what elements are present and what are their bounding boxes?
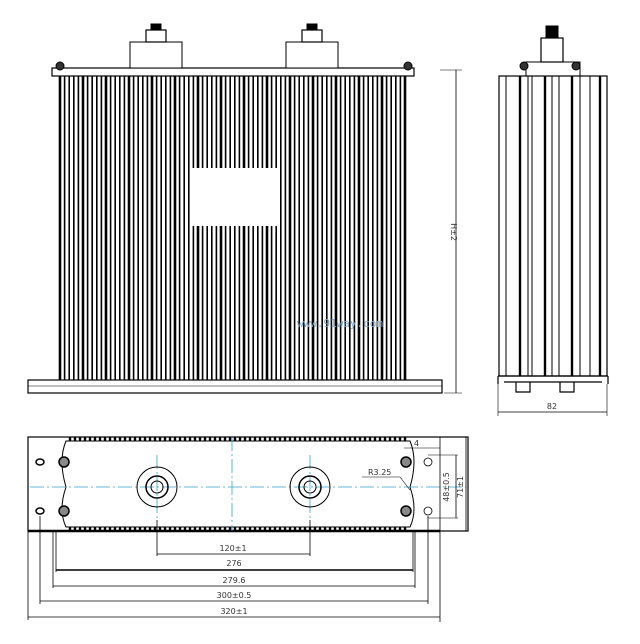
bottom-view xyxy=(27,436,469,622)
body-length-dimension: 279.6 xyxy=(223,576,246,585)
bolt-icon xyxy=(403,61,413,71)
terminal-right-bottom xyxy=(289,466,331,508)
base-plate xyxy=(27,379,443,394)
bolt-icon xyxy=(519,61,529,71)
slot-offset-dimension: 4 xyxy=(414,439,419,448)
terminal-left-bottom xyxy=(136,466,178,508)
hole-pitch-dimension: 48±0.5 xyxy=(442,472,451,502)
overall-width-dimension: 71±1 xyxy=(456,476,465,498)
terminal-left xyxy=(129,23,183,69)
radius-dimension: R3.25 xyxy=(368,468,391,477)
cooling-fins xyxy=(58,76,407,380)
mounting-holes xyxy=(35,456,433,517)
bolt-icon xyxy=(55,61,65,71)
label-window xyxy=(192,168,278,226)
centerlines xyxy=(30,437,466,531)
terminal-right xyxy=(285,23,339,69)
terminal-spacing-dimension: 120±1 xyxy=(219,544,246,553)
top-plate xyxy=(51,67,415,77)
hole-spacing-dimension: 300±0.5 xyxy=(217,591,252,600)
bolt-icon xyxy=(571,61,581,71)
inner-length-dimension: 276 xyxy=(226,559,241,568)
overall-length-dimension: 320±1 xyxy=(220,607,247,616)
front-view xyxy=(27,23,462,394)
watermark: www.91way.com xyxy=(297,317,383,330)
side-view xyxy=(497,25,609,416)
dimension-lines xyxy=(27,516,440,620)
height-dimension: H±2 xyxy=(449,223,458,241)
width-dimension: 82 xyxy=(547,402,557,411)
